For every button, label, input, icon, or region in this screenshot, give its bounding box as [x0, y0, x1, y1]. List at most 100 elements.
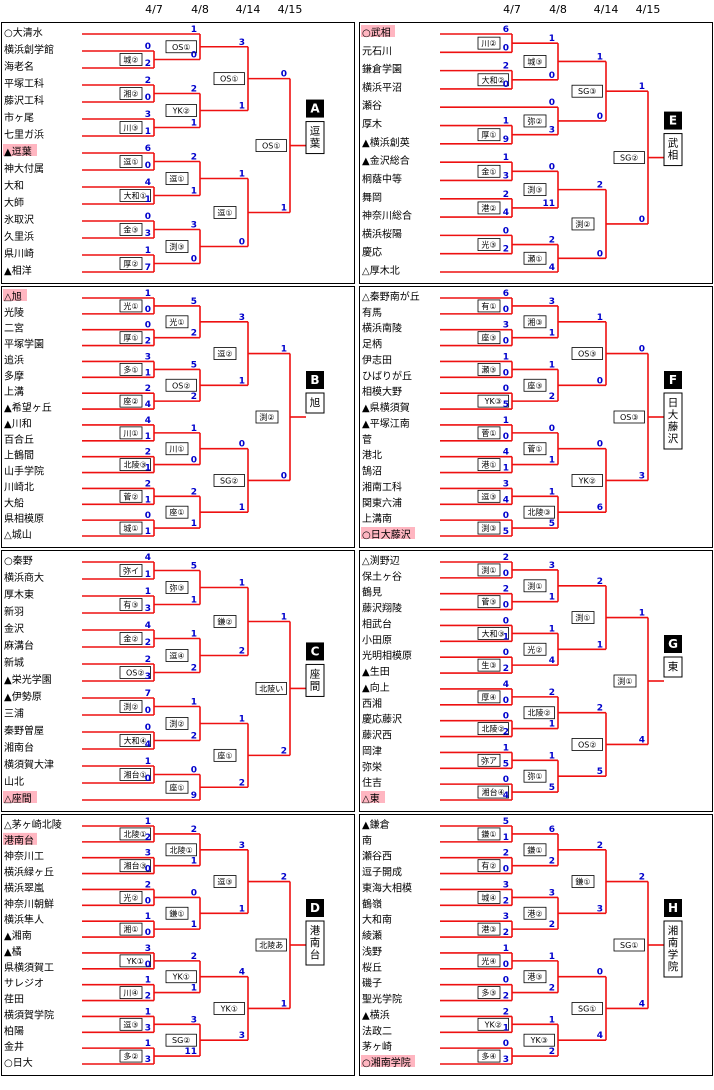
score: 0: [145, 960, 151, 970]
venue-label: 渕①: [527, 581, 542, 591]
score: 1: [145, 127, 151, 137]
team-name: 横須賀学院: [4, 1008, 54, 1021]
team-name: 瀬谷西: [362, 851, 392, 863]
score: 2: [145, 448, 151, 458]
team-name: ○日大: [4, 1056, 33, 1069]
score: 0: [145, 928, 151, 938]
winner-highlight: [361, 1055, 415, 1067]
score: 1: [145, 817, 151, 827]
venue-label: 瀬①: [527, 253, 542, 263]
block-svg-D: 北陵①湘台③北陵①光②湘①鎌①逗③YK①川④YK①逗③多②SG②YK①北陵あ12…: [3, 817, 325, 1069]
winner-highlight: [3, 289, 27, 301]
score: 6: [503, 289, 509, 299]
score: 3: [145, 604, 151, 614]
venue-label: 逗④: [169, 652, 184, 661]
score: 1: [145, 757, 151, 767]
score: 3: [191, 221, 197, 231]
block-winner-char: 沢: [668, 432, 679, 445]
team-name: 大船: [4, 496, 24, 509]
score: 3: [549, 561, 555, 571]
score: 1: [191, 119, 197, 129]
venue-label: 城②: [123, 56, 138, 65]
venue-label-box: [255, 139, 287, 152]
team-name: 県相模原: [4, 512, 44, 525]
venue-label-box: [571, 217, 595, 231]
team-name: 磯子: [362, 977, 382, 990]
winner-highlight: [3, 144, 37, 156]
score: 1: [503, 743, 509, 753]
venue-label: 逗③: [217, 878, 232, 887]
date-label: 4/15: [277, 3, 303, 16]
venue-label-box: [165, 40, 197, 54]
venue-label: 弥イ: [123, 566, 139, 576]
venue-label: SG②: [220, 476, 238, 485]
venue-label-box: [119, 299, 143, 313]
venue-label: 湘③: [527, 317, 542, 327]
venue-label: 川①: [169, 445, 184, 454]
date-label: 4/14: [235, 3, 261, 16]
block-winner-char: 院: [668, 960, 679, 973]
venue-label: YK③: [530, 1036, 548, 1045]
venue-label: 湘台④: [482, 787, 505, 797]
score: 2: [549, 236, 555, 246]
venue-label-box: [119, 632, 143, 645]
venue-label-box: [119, 257, 143, 270]
block-letter: C: [311, 644, 320, 658]
score: 0: [145, 896, 151, 906]
score: 6: [145, 144, 151, 154]
team-name: ▲県横須賀: [362, 401, 410, 414]
venue-label: 座②: [123, 396, 138, 406]
team-name: 厚木: [362, 119, 382, 131]
venue-label: SG②: [172, 1036, 190, 1045]
venue-label-box: [119, 986, 143, 1000]
venue-label-box: [477, 201, 501, 215]
venue-label: SG②: [620, 154, 638, 163]
venue-label: 渕①: [617, 676, 632, 686]
block-winner-box: [663, 920, 683, 978]
venue-label-box: [119, 87, 143, 100]
score: 5: [597, 767, 603, 777]
venue-label: SG①: [578, 1004, 596, 1013]
score: 3: [239, 841, 245, 851]
venue-label: OS③: [620, 413, 639, 422]
team-name: △城山: [4, 529, 32, 541]
venue-label: 菅③: [481, 597, 496, 607]
venue-label-box: [523, 970, 547, 984]
score: 2: [549, 392, 555, 402]
block-winner-char: 大: [668, 408, 679, 421]
team-name: ▲希望ヶ丘: [4, 401, 52, 414]
venue-label-box: [571, 611, 595, 624]
score: 1: [503, 632, 509, 642]
score: 4: [597, 1031, 603, 1041]
team-name: 聖光学院: [362, 993, 402, 1006]
venue-label: 渕②: [575, 219, 590, 229]
block-winner-box: [305, 663, 325, 697]
venue-label-box: [119, 598, 143, 611]
team-name: △渕野辺: [362, 554, 400, 567]
team-name: ▲栄光学園: [4, 673, 52, 686]
team-names: △旭光陵二宮平塚学園追浜多摩上溝▲希望ヶ丘▲川和百合丘上鶴間山手学院川崎北大船県…: [4, 291, 52, 541]
venue-label-box: [477, 394, 509, 408]
team-name: 伊志田: [362, 353, 392, 366]
venue-label: 北陵い: [259, 684, 283, 693]
score: 2: [597, 181, 603, 191]
score: 4: [639, 735, 645, 745]
venue-label: 北陵①: [170, 846, 193, 855]
venue-label: 逗①: [169, 175, 184, 184]
score: 1: [191, 519, 197, 529]
team-name: 柏陽: [4, 1024, 24, 1037]
score: 1: [145, 464, 151, 474]
venue-label-box: [523, 1033, 555, 1047]
score: 5: [503, 527, 509, 537]
team-name: 鶴嶺: [362, 897, 382, 910]
venue-label: 北陵③: [528, 508, 551, 517]
team-name: 法政二: [362, 1024, 392, 1037]
venue-label-box: [477, 238, 501, 251]
venue-label: 湘②: [123, 89, 138, 99]
venue-label: 渕③: [169, 242, 184, 252]
venue-label: 弥③: [169, 583, 184, 593]
score: 0: [503, 368, 509, 378]
score: 1: [549, 360, 555, 370]
venue-label-box: [477, 299, 501, 313]
